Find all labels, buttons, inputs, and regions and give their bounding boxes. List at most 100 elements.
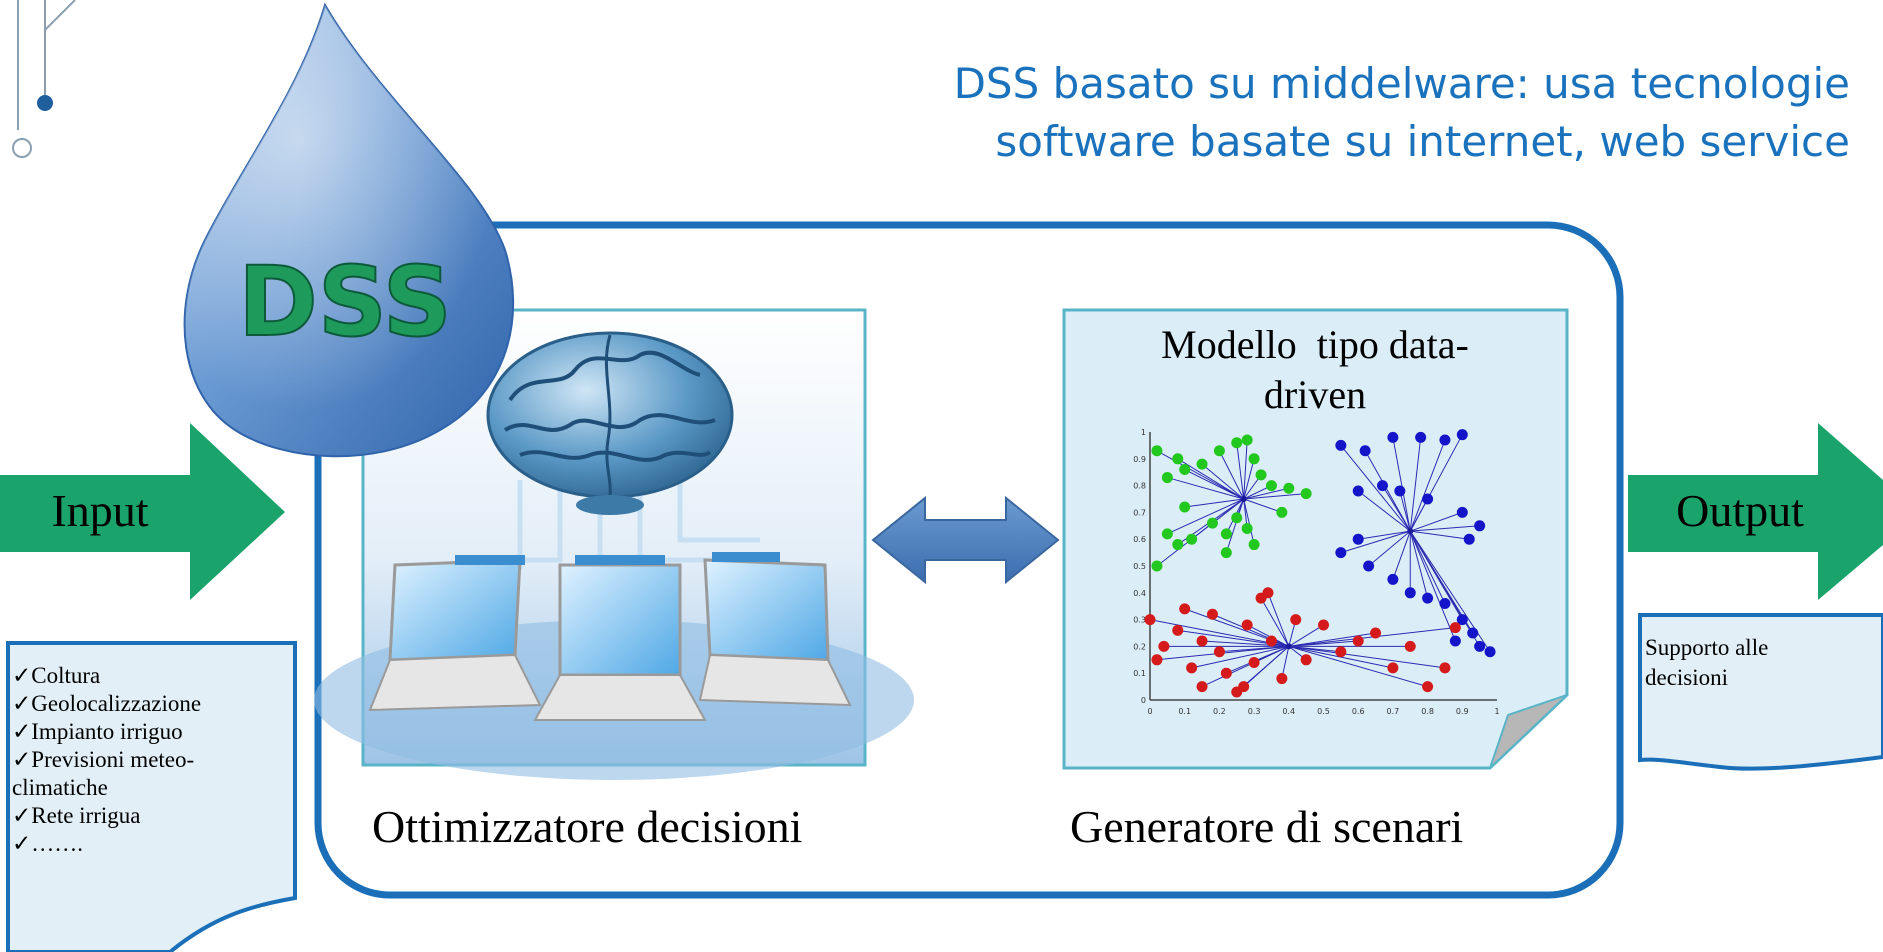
data-point xyxy=(1241,619,1253,631)
dss-logo: DSS xyxy=(183,2,515,458)
data-point xyxy=(1359,445,1371,457)
cluster-link xyxy=(1243,498,1283,513)
cluster-link xyxy=(1267,592,1290,647)
generator-card-title-line-2: driven xyxy=(1263,372,1367,417)
cluster-link xyxy=(1399,490,1411,532)
data-point xyxy=(1404,587,1416,599)
x-tick-label: 0.9 xyxy=(1456,707,1469,716)
cluster-link xyxy=(1288,632,1376,647)
data-point xyxy=(1422,592,1434,604)
cluster-link xyxy=(1243,493,1307,500)
data-point xyxy=(1474,520,1486,532)
data-point xyxy=(1449,635,1461,647)
data-point xyxy=(1248,539,1260,551)
y-tick-label: 0.9 xyxy=(1133,455,1146,464)
data-point xyxy=(1196,458,1208,470)
scenario-card xyxy=(1062,308,1569,770)
data-point xyxy=(1290,614,1302,626)
data-point xyxy=(1265,635,1277,647)
data-point xyxy=(1376,480,1388,492)
cluster-center xyxy=(1285,643,1292,650)
cluster-link xyxy=(1409,439,1446,532)
cluster-link xyxy=(1382,485,1411,532)
cluster-link xyxy=(1218,450,1245,500)
data-point xyxy=(1439,662,1451,674)
data-point xyxy=(1352,485,1364,497)
data-point xyxy=(1151,654,1163,666)
data-point xyxy=(1265,480,1277,492)
data-point xyxy=(1439,598,1451,610)
data-point xyxy=(1352,533,1364,545)
cluster-link xyxy=(1167,498,1244,535)
data-point xyxy=(1449,622,1461,634)
cluster-link xyxy=(1410,511,1463,532)
input-list-item: ✓Previsioni meteo- xyxy=(12,747,195,772)
data-point xyxy=(1456,614,1468,626)
cluster-link xyxy=(1409,498,1429,532)
data-point xyxy=(1172,539,1184,551)
cluster-link xyxy=(1410,525,1480,532)
cluster-link xyxy=(1392,437,1411,532)
data-point xyxy=(1144,614,1156,626)
data-point xyxy=(1186,662,1198,674)
data-point xyxy=(1213,445,1225,457)
data-point xyxy=(1186,533,1198,545)
data-point xyxy=(1238,681,1250,693)
cluster-link xyxy=(1225,498,1245,553)
dss-logo-text: DSS xyxy=(238,246,452,358)
data-point xyxy=(1335,439,1347,451)
cluster-link xyxy=(1243,458,1255,500)
y-tick-label: 0.8 xyxy=(1133,482,1146,491)
cluster-link xyxy=(1260,597,1290,647)
cluster-link xyxy=(1410,530,1470,540)
data-point xyxy=(1394,485,1406,497)
data-point xyxy=(1231,437,1243,449)
data-point xyxy=(1467,627,1479,639)
data-point xyxy=(1179,464,1191,476)
data-point xyxy=(1172,453,1184,465)
data-point xyxy=(1241,522,1253,534)
data-point xyxy=(1220,547,1232,559)
cluster-link xyxy=(1358,530,1411,540)
data-point xyxy=(1484,646,1496,658)
data-point xyxy=(1196,635,1208,647)
laptop-icon-center xyxy=(533,555,707,721)
data-point xyxy=(1248,656,1260,668)
data-point xyxy=(1151,560,1163,572)
data-point xyxy=(1363,560,1375,572)
cluster-link xyxy=(1409,531,1429,599)
data-point xyxy=(1231,512,1243,524)
data-point xyxy=(1300,488,1312,500)
generator-card-title: Modello tipo data- driven xyxy=(1095,320,1535,420)
output-label: Output xyxy=(1676,485,1804,536)
data-point xyxy=(1255,469,1267,481)
y-tick-label: 0.2 xyxy=(1133,642,1146,651)
data-point xyxy=(1220,667,1232,679)
data-point xyxy=(1335,646,1347,658)
y-tick-label: 0.4 xyxy=(1133,589,1146,598)
data-point xyxy=(1474,640,1486,652)
title-line-1: DSS basato su middelware: usa tecnologie xyxy=(953,59,1850,108)
x-tick-label: 0.5 xyxy=(1317,707,1330,716)
cluster-center xyxy=(1240,496,1247,502)
cluster-link xyxy=(1184,469,1244,500)
y-tick-label: 0.7 xyxy=(1133,508,1146,517)
output-note-shape xyxy=(1638,613,1883,771)
cluster-link xyxy=(1409,530,1481,647)
cluster-link xyxy=(1288,645,1428,688)
y-tick-label: 0.3 xyxy=(1133,616,1146,625)
data-point xyxy=(1172,624,1184,636)
brain-icon xyxy=(486,331,734,515)
x-tick-label: 0.2 xyxy=(1213,707,1226,716)
cluster-link xyxy=(1201,463,1245,500)
generator-card-title-line-1: Modello tipo data- xyxy=(1161,322,1469,367)
cluster-link xyxy=(1409,530,1446,604)
cluster-link xyxy=(1288,645,1446,669)
cluster-link xyxy=(1167,477,1244,500)
cluster-link xyxy=(1236,442,1245,500)
input-label: Input xyxy=(51,485,149,536)
data-point xyxy=(1404,640,1416,652)
cluster-link xyxy=(1177,458,1244,500)
data-point xyxy=(1456,429,1468,441)
